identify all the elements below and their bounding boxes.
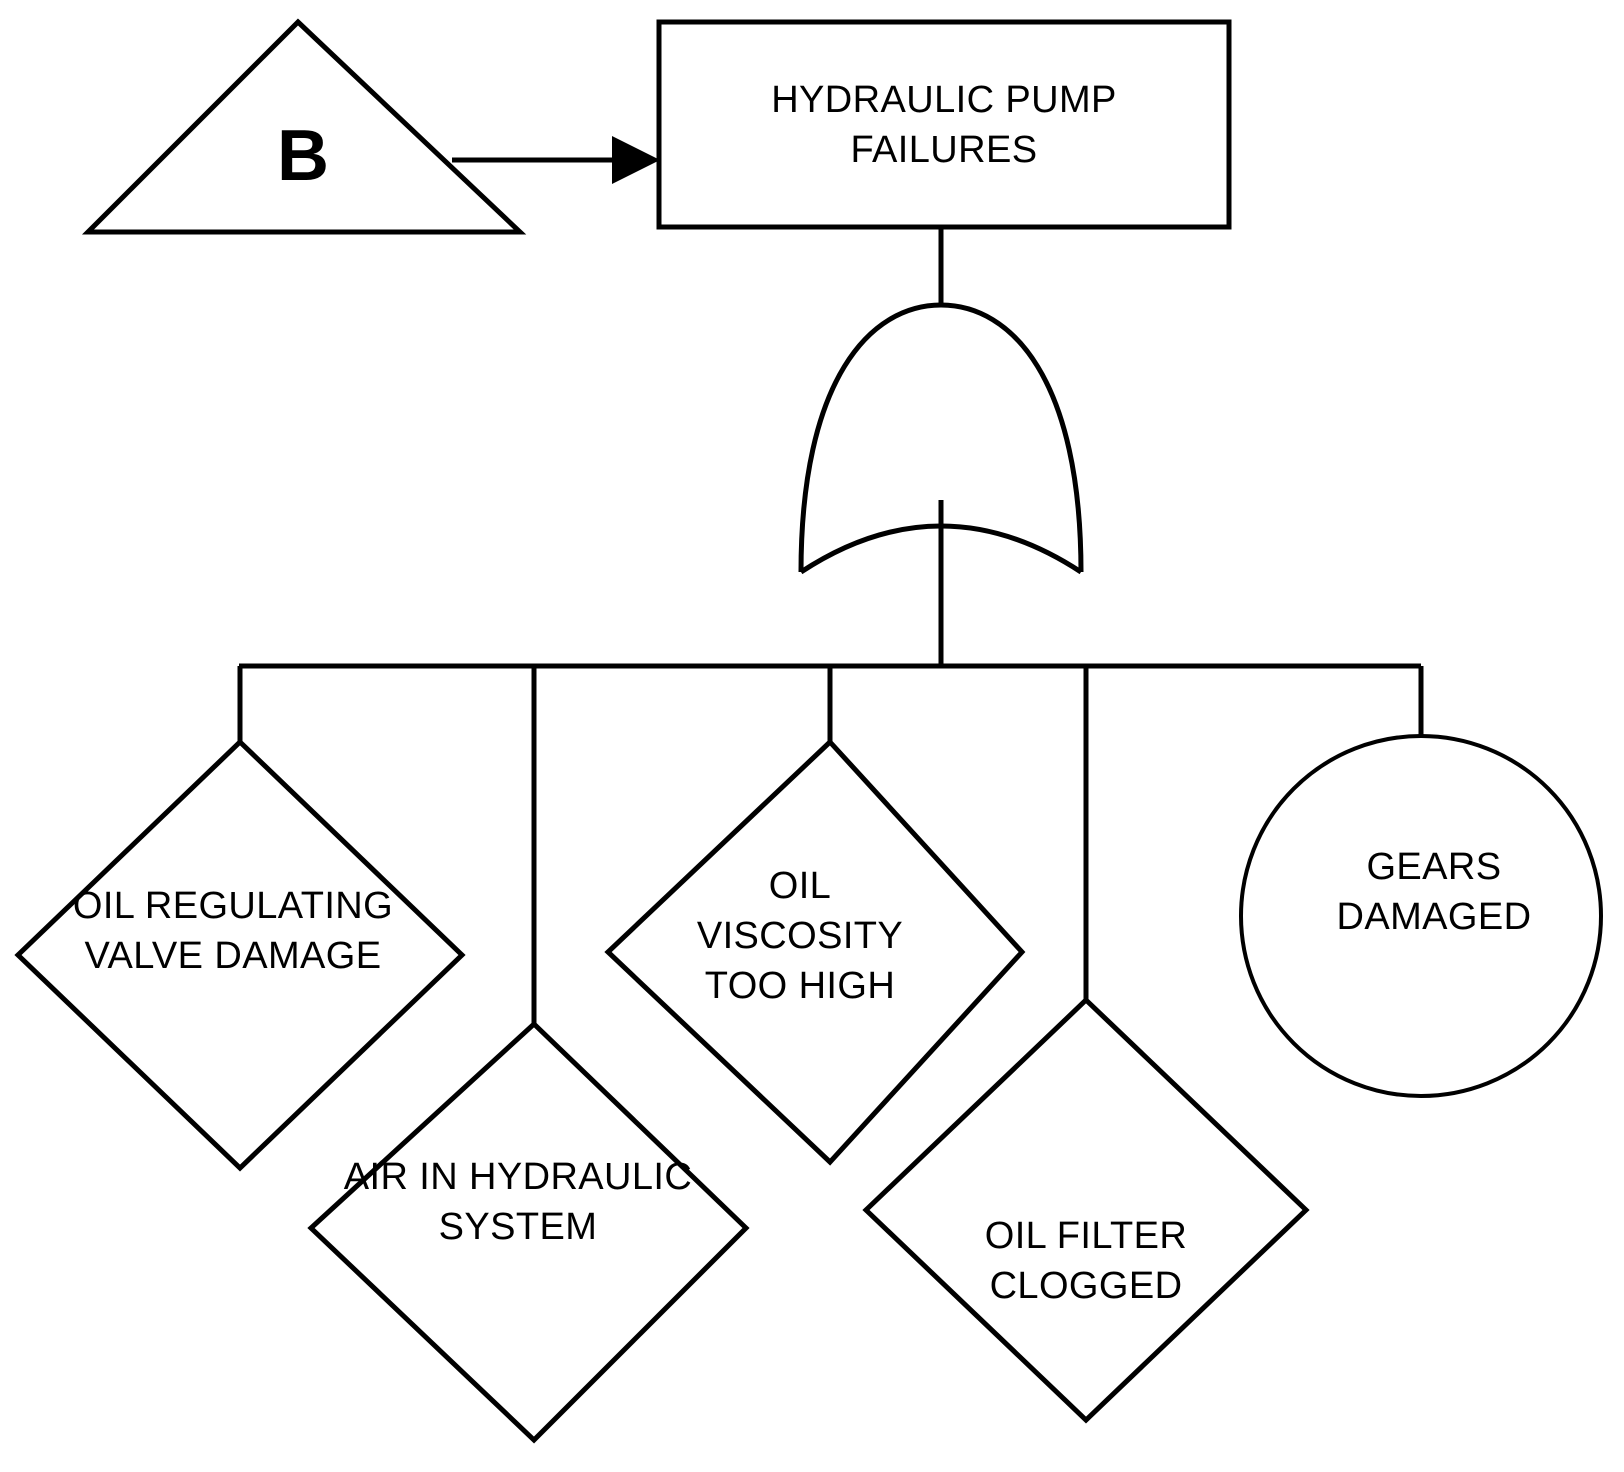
event-label-line-2: CLOGGED — [990, 1265, 1183, 1307]
event-oil-regulating-valve-damage[interactable]: OIL REGULATING VALVE DAMAGE — [14, 738, 466, 1172]
event-air-in-hydraulic-system[interactable]: AIR IN HYDRAULIC SYSTEM — [307, 1020, 750, 1444]
event-label-line-1: AIR IN HYDRAULIC — [344, 1156, 692, 1198]
event-label-line-1: GEARS — [1366, 846, 1501, 888]
transfer-triangle-shape — [81, 18, 527, 235]
event-label-line-2: VALVE DAMAGE — [85, 935, 382, 977]
diamond-air-in-hydraulic-system — [307, 1020, 750, 1444]
diamond-oil-viscosity-too-high — [604, 738, 1026, 1166]
diamond-oil-filter-clogged — [862, 996, 1310, 1424]
transfer-arrow — [452, 136, 660, 184]
circle-gears-damaged — [1239, 734, 1603, 1098]
event-label-line-1: OIL FILTER — [985, 1215, 1187, 1257]
top-event-box[interactable]: HYDRAULIC PUMP FAILURES — [656, 19, 1232, 230]
top-event-rect — [656, 19, 1232, 230]
event-label-line-2: SYSTEM — [439, 1206, 598, 1248]
event-oil-filter-clogged[interactable]: OIL FILTER CLOGGED — [862, 996, 1310, 1424]
event-label-line-2: VISCOSITY — [697, 915, 903, 957]
top-event-line1: HYDRAULIC PUMP — [771, 79, 1117, 121]
top-event-line2: FAILURES — [851, 129, 1038, 171]
transfer-in-triangle[interactable]: B — [81, 18, 527, 235]
or-gate-dome — [798, 302, 1084, 573]
event-label-line-2: DAMAGED — [1337, 896, 1532, 938]
event-oil-viscosity-too-high[interactable]: OIL VISCOSITY TOO HIGH — [604, 738, 1026, 1166]
event-label-line-1: OIL — [769, 865, 831, 907]
event-label-line-1: OIL REGULATING — [73, 885, 393, 927]
transfer-label: B — [277, 116, 329, 196]
transfer-arrow-head-icon — [612, 136, 660, 184]
event-label-line-3: TOO HIGH — [705, 965, 895, 1007]
event-gears-damaged[interactable]: GEARS DAMAGED — [1239, 734, 1603, 1098]
diamond-oil-regulating-valve-damage — [14, 738, 466, 1172]
